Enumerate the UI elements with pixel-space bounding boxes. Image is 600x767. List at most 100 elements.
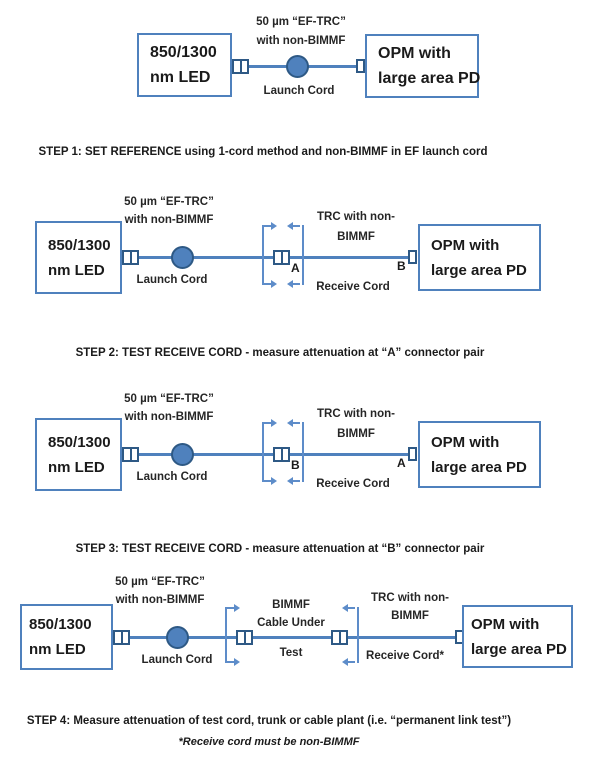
step3-receive-cord-label: Receive Cord (316, 478, 390, 490)
step2-right-bracket-arm (293, 225, 300, 227)
step4-left-bracket-stem (225, 607, 227, 663)
step4-detector-device-box: OPM with large area PD (462, 605, 573, 668)
step4-left-bracket-arm (227, 607, 234, 609)
device-label-line1: 850/1300 (29, 616, 92, 633)
step4-cable-under-test-line2: Cable Under (257, 617, 325, 629)
step1-launch-type-label-line2: with non-BIMMF (256, 35, 346, 47)
step2-left-bracket-arrowhead-icon (271, 280, 277, 288)
device-label-line2: nm LED (48, 458, 105, 476)
step2-receive-cord-label: Receive Cord (316, 281, 390, 293)
connector-divider (280, 449, 283, 460)
connector-divider (129, 449, 132, 460)
step4-launch-type-label-line1: 50 µm “EF-TRC” (115, 576, 205, 588)
step3-left-bracket-arrowhead-icon (271, 477, 277, 485)
step4-caption: STEP 4: Measure attenuation of test cord… (26, 715, 512, 727)
step2-left-bracket-arm (264, 283, 271, 285)
connector-divider (338, 632, 341, 643)
step4-receive-cord-label: Receive Cord* (366, 650, 444, 662)
device-label-line1: OPM with (471, 615, 540, 633)
step4-right-bracket-arm (348, 661, 355, 663)
step1-source-connector-pair-icon (232, 59, 249, 74)
device-label-line2: nm LED (150, 69, 211, 86)
step3-right-bracket-arrowhead-icon (287, 477, 293, 485)
step1-caption: STEP 1: SET REFERENCE using 1-cord metho… (38, 146, 488, 158)
device-label-line1: 850/1300 (48, 236, 111, 254)
step3-source-device-box: 850/1300 nm LED (35, 418, 122, 491)
step2-right-bracket-arm (293, 283, 300, 285)
step2-receive-type-label-line2: BIMMF (337, 231, 375, 243)
step2-mid-connector-pair-1-icon (273, 250, 290, 265)
step4-mandrel-loop-icon (166, 626, 189, 649)
step3-left-bracket-arm (264, 422, 271, 424)
step3-left-bracket-stem (262, 422, 264, 482)
step2-mid-connector-letter: A (291, 261, 300, 275)
step3-mid-connector-pair-1-icon (273, 447, 290, 462)
step3-left-bracket-arm (264, 480, 271, 482)
step3-receive-type-label-line1: TRC with non- (317, 408, 395, 420)
step3-mandrel-loop-icon (171, 443, 194, 466)
step4-right-bracket-arm (348, 607, 355, 609)
device-label-line1: OPM with (378, 45, 451, 62)
device-label-line1: 850/1300 (150, 44, 217, 61)
connector-divider (120, 632, 123, 643)
step2-caption: STEP 2: TEST RECEIVE CORD - measure atte… (75, 347, 485, 359)
device-label-line2: large area PD (471, 640, 567, 658)
step2-receive-type-label-line1: TRC with non- (317, 211, 395, 223)
connector-divider (243, 632, 246, 643)
step4-right-bracket-arrowhead-icon (342, 658, 348, 666)
connector-divider (129, 252, 132, 263)
step4-left-bracket-arrowhead-icon (234, 658, 240, 666)
connector-divider (239, 61, 242, 72)
step1-detector-connector-icon (356, 59, 365, 73)
step4-cable-under-test-line1: BIMMF (272, 599, 310, 611)
step2-detector-connector-icon (408, 250, 417, 264)
step3-mid-connector-letter: B (291, 458, 300, 472)
device-label-line2: large area PD (431, 261, 527, 279)
step4-left-bracket-arrowhead-icon (234, 604, 240, 612)
step2-right-bracket-stem (302, 225, 304, 285)
step3-right-bracket-stem (302, 422, 304, 482)
step3-detector-connector-icon (408, 447, 417, 461)
step3-right-bracket-arm (293, 422, 300, 424)
step4-right-bracket-arrowhead-icon (342, 604, 348, 612)
step4-left-bracket-arm (227, 661, 234, 663)
step3-launch-type-label-line1: 50 µm “EF-TRC” (124, 393, 214, 405)
step4-receive-type-label-line2: BIMMF (391, 610, 429, 622)
step3-launch-cord-label: Launch Cord (136, 471, 208, 483)
step2-source-device-box: 850/1300 nm LED (35, 221, 122, 294)
step1-launch-type-label-line1: 50 µm “EF-TRC” (256, 16, 346, 28)
step3-fiber-line (122, 453, 412, 456)
step3-left-bracket-arrowhead-icon (271, 419, 277, 427)
step4-launch-cord-label: Launch Cord (141, 654, 213, 666)
step2-source-connector-pair-icon (122, 250, 139, 265)
device-label-line2: large area PD (378, 70, 481, 87)
step2-mandrel-loop-icon (171, 246, 194, 269)
connector-divider (280, 252, 283, 263)
step1-launch-cord-label: Launch Cord (263, 85, 335, 97)
step1-mandrel-loop-icon (286, 55, 309, 78)
step4-cable-under-test-line3: Test (279, 647, 303, 659)
device-label-line2: large area PD (431, 458, 527, 476)
step4-footnote: *Receive cord must be non-BIMMF (178, 736, 360, 748)
step3-source-connector-pair-icon (122, 447, 139, 462)
device-label-line2: nm LED (48, 261, 105, 279)
step2-left-bracket-stem (262, 225, 264, 285)
step4-launch-type-label-line2: with non-BIMMF (115, 594, 205, 606)
step2-launch-type-label-line2: with non-BIMMF (124, 214, 214, 226)
step3-detector-connector-letter: A (397, 456, 406, 470)
step1-detector-device-box: OPM with large area PD (365, 34, 481, 98)
step2-right-bracket-arrowhead-icon (287, 222, 293, 230)
step2-launch-cord-label: Launch Cord (136, 274, 208, 286)
step3-right-bracket-arm (293, 480, 300, 482)
device-label-line1: OPM with (431, 236, 500, 254)
step4-right-bracket-stem (357, 607, 359, 663)
step4-mid-connector-pair-2-icon (331, 630, 348, 645)
device-label-line1: 850/1300 (48, 433, 111, 451)
step2-left-bracket-arrowhead-icon (271, 222, 277, 230)
step4-source-connector-pair-icon (113, 630, 130, 645)
step3-launch-type-label-line2: with non-BIMMF (124, 411, 214, 423)
step4-mid-connector-pair-1-icon (236, 630, 253, 645)
